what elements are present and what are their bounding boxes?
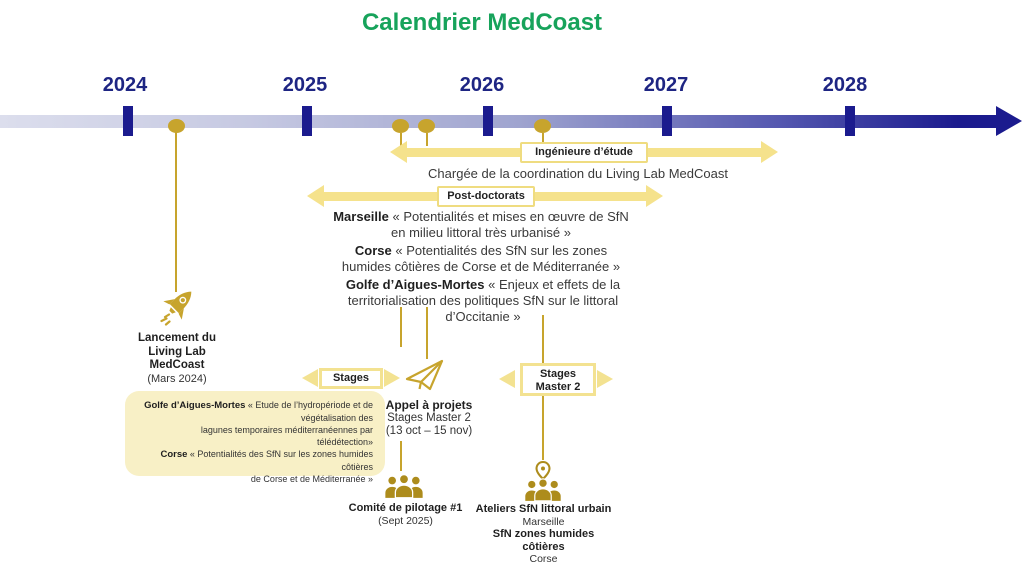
postdoc-place: Golfe d’Aigues-Mortes xyxy=(345,277,485,292)
stages-master2-chip: Stages Master 2 xyxy=(520,363,596,396)
arrow-left-icon xyxy=(390,141,407,163)
arrow-left-icon xyxy=(302,369,318,387)
connector-line-comite-mid xyxy=(400,307,402,347)
connector-line-launch xyxy=(175,132,177,292)
appel-line3: (13 oct – 15 nov) xyxy=(385,425,473,437)
connector-line-ateliers-low xyxy=(542,396,544,460)
highlight-place: Golfe d’Aigues-Mortes xyxy=(144,400,246,411)
comite-pilotage: Comité de pilotage #1 (Sept 2025) xyxy=(343,502,468,527)
arrow-right-icon xyxy=(761,141,778,163)
launch-title: Lancement du Living Lab MedCoast xyxy=(138,332,216,371)
connector-line-comite-low xyxy=(400,441,402,471)
arrow-left-icon xyxy=(307,185,324,207)
appel-line2: Stages Master 2 xyxy=(387,412,471,424)
year-label-2024: 2024 xyxy=(102,74,148,96)
year-label-2026: 2026 xyxy=(459,74,505,96)
appel-a-projets: Appel à projets Stages Master 2 (13 oct … xyxy=(371,399,487,438)
year-tick-2028 xyxy=(845,106,855,136)
comite-title: Comité de pilotage #1 xyxy=(348,502,463,514)
ingenieure-label: Ingénieure d’étude xyxy=(520,142,648,163)
postdoctorats-label: Post-doctorats xyxy=(437,186,535,207)
arrow-right-icon xyxy=(597,370,613,388)
arrow-right-icon xyxy=(646,185,663,207)
year-label-2028: 2028 xyxy=(822,74,868,96)
appel-title: Appel à projets xyxy=(385,398,473,412)
year-tick-2026 xyxy=(483,106,493,136)
ingenieure-subtitle: Chargée de la coordination du Living Lab… xyxy=(428,166,728,181)
postdoc-text: « Enjeux et effets de la territorialisat… xyxy=(347,277,621,324)
year-tick-2027 xyxy=(662,106,672,136)
highlight-text: « Potentialités des SfN sur les zones hu… xyxy=(189,449,373,484)
timeline-arrow-head xyxy=(996,106,1022,136)
arrow-left-icon xyxy=(499,370,515,388)
postdoc-corse: Corse « Potentialités des SfN sur les zo… xyxy=(316,243,646,275)
milestone-dot-comite xyxy=(392,119,409,133)
milestone-dot-appel xyxy=(418,119,435,133)
connector-line-appel-mid xyxy=(426,307,428,359)
rocket-icon xyxy=(160,291,192,326)
people-pin-icon xyxy=(525,460,561,502)
postdoc-text: « Potentialités des SfN sur les zones hu… xyxy=(341,243,621,274)
highlight-place: Corse xyxy=(160,449,188,460)
milestone-dot-launch xyxy=(168,119,185,133)
postdoc-text: « Potentialités et mises en œuvre de SfN… xyxy=(391,209,629,240)
postdoc-marseille: Marseille « Potentialités et mises en œu… xyxy=(316,209,646,241)
year-label-2027: 2027 xyxy=(643,74,689,96)
highlight-text: « Etude de l’hydropériode et de végétali… xyxy=(200,400,373,447)
milestone-dot-ateliers xyxy=(534,119,551,133)
ateliers-line3: SfN zones humides côtières xyxy=(492,528,595,553)
launch-date: (Mars 2024) xyxy=(147,373,207,385)
year-tick-2025 xyxy=(302,106,312,136)
connector-line-appel-top xyxy=(426,133,428,146)
people-icon xyxy=(385,474,423,499)
page-title: Calendrier MedCoast xyxy=(361,9,603,36)
connector-line-ateliers-top xyxy=(542,133,544,146)
arrow-right-icon xyxy=(384,369,400,387)
comite-date: (Sept 2025) xyxy=(378,514,433,527)
timeline-bar xyxy=(0,115,998,128)
postdoc-place: Marseille xyxy=(333,209,389,224)
year-tick-2024 xyxy=(123,106,133,136)
paper-plane-icon xyxy=(405,359,444,391)
connector-line-ateliers-mid xyxy=(542,315,544,363)
ateliers-sfn: Ateliers SfN littoral urbain Marseille S… xyxy=(471,503,616,565)
ateliers-line4: Corse xyxy=(529,553,558,565)
postdoc-place: Corse xyxy=(354,243,392,258)
stages-chip: Stages xyxy=(319,368,383,389)
stages-highlight-box: Golfe d’Aigues-Mortes « Etude de l’hydro… xyxy=(125,391,385,484)
ateliers-line2: Marseille xyxy=(522,515,565,528)
postdoc-golfe: Golfe d’Aigues-Mortes « Enjeux et effets… xyxy=(318,277,648,325)
year-label-2025: 2025 xyxy=(282,74,328,96)
connector-line-comite-top xyxy=(400,133,402,146)
highlight-item-corse: Corse « Potentialités des SfN sur les zo… xyxy=(133,448,373,485)
ateliers-line1: Ateliers SfN littoral urbain xyxy=(475,503,612,515)
highlight-item-golfe: Golfe d’Aigues-Mortes « Etude de l’hydro… xyxy=(133,399,373,448)
